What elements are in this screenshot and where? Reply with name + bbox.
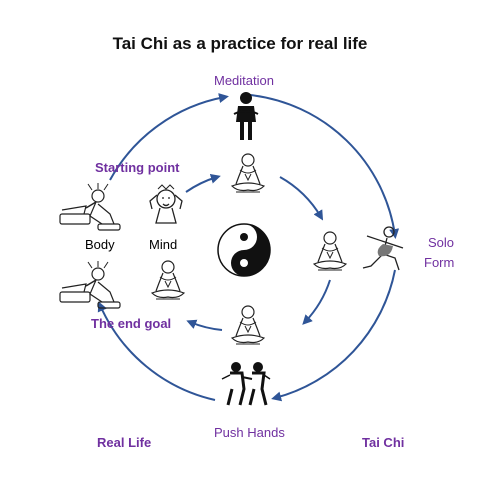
stressed-head-icon <box>149 184 183 224</box>
label-body: Body <box>85 237 115 252</box>
label-solo-form-line2: Form <box>424 255 455 270</box>
seated-meditator-icon <box>313 231 347 271</box>
inner-arc-right-to-bottom <box>302 279 331 325</box>
label-starting-point: Starting point <box>95 160 180 175</box>
seated-meditator-icon <box>231 305 265 345</box>
stressed-person-at-desk-icon <box>59 183 121 231</box>
stressed-person-at-desk-icon <box>59 261 121 309</box>
label-mind: Mind <box>149 237 178 252</box>
label-real-life: Real Life <box>97 435 152 450</box>
tai-chi-pose-icon <box>362 226 404 271</box>
label-tai-chi: Tai Chi <box>362 435 405 450</box>
inner-arc-bottom-to-endgoal <box>186 319 223 331</box>
label-push-hands: Push Hands <box>214 425 285 440</box>
standing-meditator-icon <box>233 92 259 140</box>
arc-meditation-to-soloform <box>249 94 400 239</box>
diagram-title: Tai Chi as a practice for real life <box>112 34 368 53</box>
arc-pushhands-to-reallife <box>97 301 216 401</box>
push-hands-pair-icon <box>221 362 271 406</box>
inner-arc-mind-to-meditator <box>185 173 221 193</box>
arc-startingpoint-to-meditation <box>109 93 229 181</box>
seated-meditator-icon <box>151 260 185 300</box>
label-the-end-goal: The end goal <box>91 316 172 331</box>
inner-arc-meditator-to-right <box>279 176 324 221</box>
arc-soloform-to-pushhands <box>271 269 396 402</box>
yin-yang-icon <box>217 223 271 277</box>
label-meditation: Meditation <box>214 73 274 88</box>
label-solo-form-line1: Solo <box>428 235 455 250</box>
seated-meditator-icon <box>231 153 265 193</box>
